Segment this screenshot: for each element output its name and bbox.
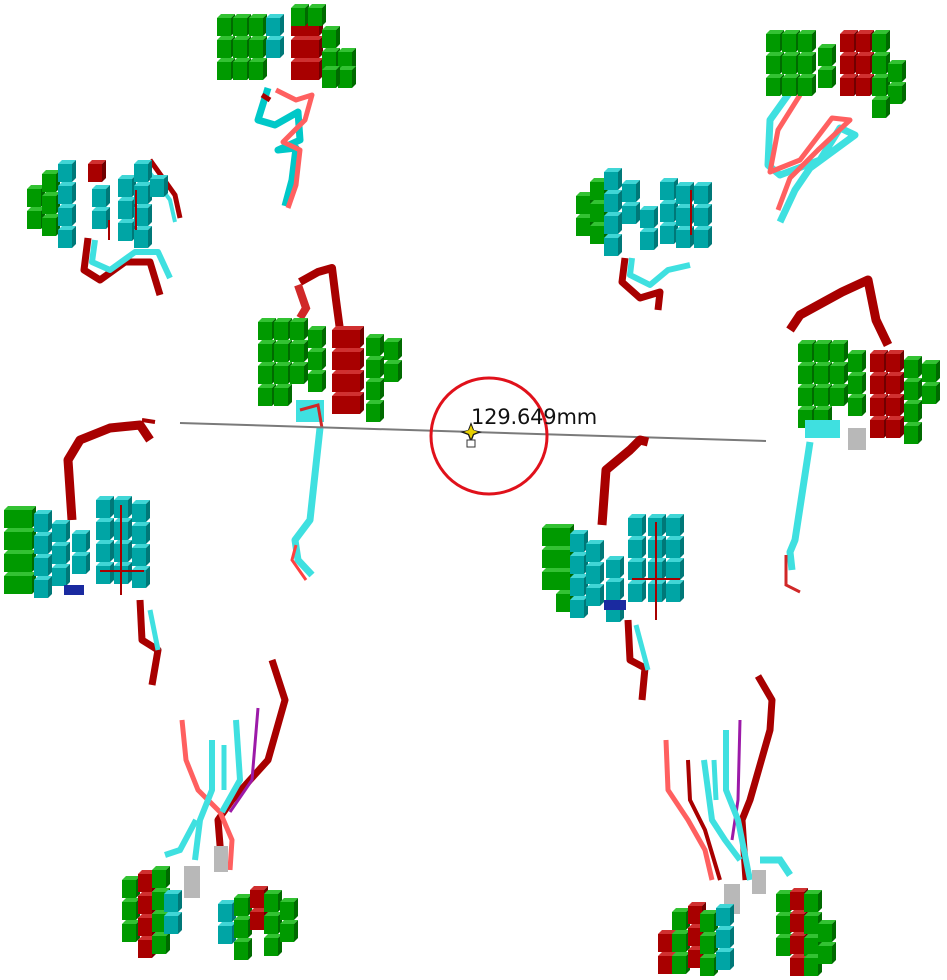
measurement-highlight-circle xyxy=(429,376,549,496)
connector-assembly-mid-center[interactable] xyxy=(258,264,402,581)
connector-assembly-top-left-upper[interactable] xyxy=(217,4,356,209)
connector-assembly-bottom-right[interactable] xyxy=(658,674,836,976)
connector-assembly-mid-center-right[interactable] xyxy=(542,435,684,701)
connector-assembly-top-left-lower[interactable] xyxy=(27,158,183,297)
connector-assembly-mid-left[interactable] xyxy=(4,418,162,686)
measurement-dimension[interactable] xyxy=(179,376,767,496)
measurement-label: 129.649mm xyxy=(471,405,597,429)
connector-assembly-top-right-lower[interactable] xyxy=(576,168,712,311)
compass-icon[interactable] xyxy=(460,422,482,448)
connector-assembly-top-right-upper[interactable] xyxy=(764,30,906,224)
connector-assembly-bottom-left[interactable] xyxy=(122,658,298,960)
connector-assembly-mid-right[interactable] xyxy=(784,275,940,594)
